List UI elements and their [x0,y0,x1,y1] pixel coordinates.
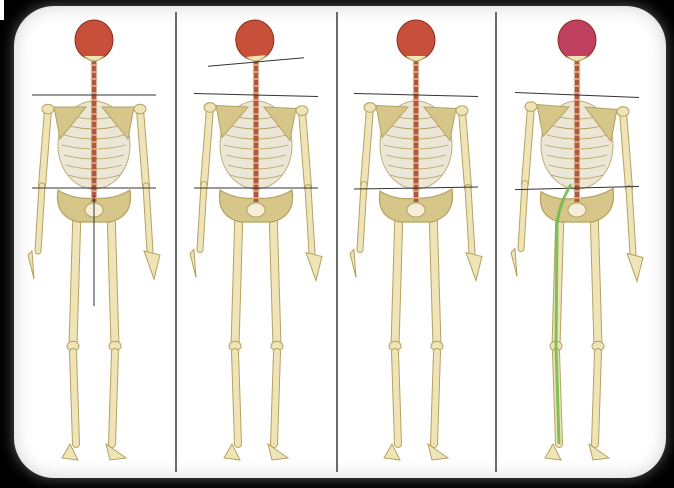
skull-shape [397,20,435,60]
tibia-bone [434,352,437,444]
panel-divider [175,12,177,472]
hand-bones [511,249,517,277]
jaw-bone [406,56,426,61]
humerus-bone [623,111,629,188]
tibia-bone [112,352,115,444]
pelvic-opening [568,203,586,217]
shoulder-joint [456,106,468,116]
humerus-bone [204,107,210,184]
skeleton-panel [28,20,160,460]
femur-bone [273,210,277,346]
shoulder-joint [617,107,629,117]
shoulder-joint [42,104,54,114]
foot-bones [106,444,126,460]
jaw-bone [567,56,587,61]
skull-shape [234,18,275,61]
hand-bones [144,251,160,279]
hand-bones [306,253,322,281]
panel-divider [495,12,497,472]
humerus-bone [42,109,48,186]
skull [558,20,596,61]
skull-shape [558,20,596,60]
femur-bone [594,208,598,346]
skull-shape [75,20,113,60]
hand-bones [627,253,643,281]
shoulder-joint [296,106,308,116]
frame-corner-mark [0,0,4,20]
figure-card [14,6,666,478]
jaw-bone [84,56,104,61]
skull [75,20,113,61]
tibia-bone [73,352,76,444]
hand-bones [350,249,356,277]
femur-bone [433,209,437,346]
foot-bones [268,444,288,460]
femur-bone [73,210,77,346]
humerus-bone [525,107,531,184]
tibia-bone [235,352,238,444]
shoulder-joint [134,104,146,114]
femur-bone [235,210,239,346]
femur-bone [111,210,115,346]
skeleton-figure [14,6,666,478]
skull [234,18,275,62]
shoulder-joint [364,103,376,113]
skull [397,20,435,61]
humerus-bone [462,111,468,188]
pelvic-opening [407,203,425,217]
panel-divider [336,12,338,472]
humerus-bone [140,109,146,186]
hand-bones [28,251,34,279]
humerus-bone [364,107,370,184]
shoulder-joint [525,102,537,112]
foot-bones [428,444,448,460]
skeleton-panel [350,20,482,460]
shoulder-joint [204,103,216,113]
foot-bones [589,444,609,460]
tibia-bone [595,352,598,444]
tibia-bone [274,352,277,444]
hand-bones [466,253,482,281]
femur-bone [395,211,399,346]
pelvic-opening [247,203,265,217]
humerus-bone [302,111,308,188]
skeleton-panel [190,18,322,460]
tibia-bone [395,352,398,444]
skeleton-panel [511,20,643,460]
hand-bones [190,249,196,277]
